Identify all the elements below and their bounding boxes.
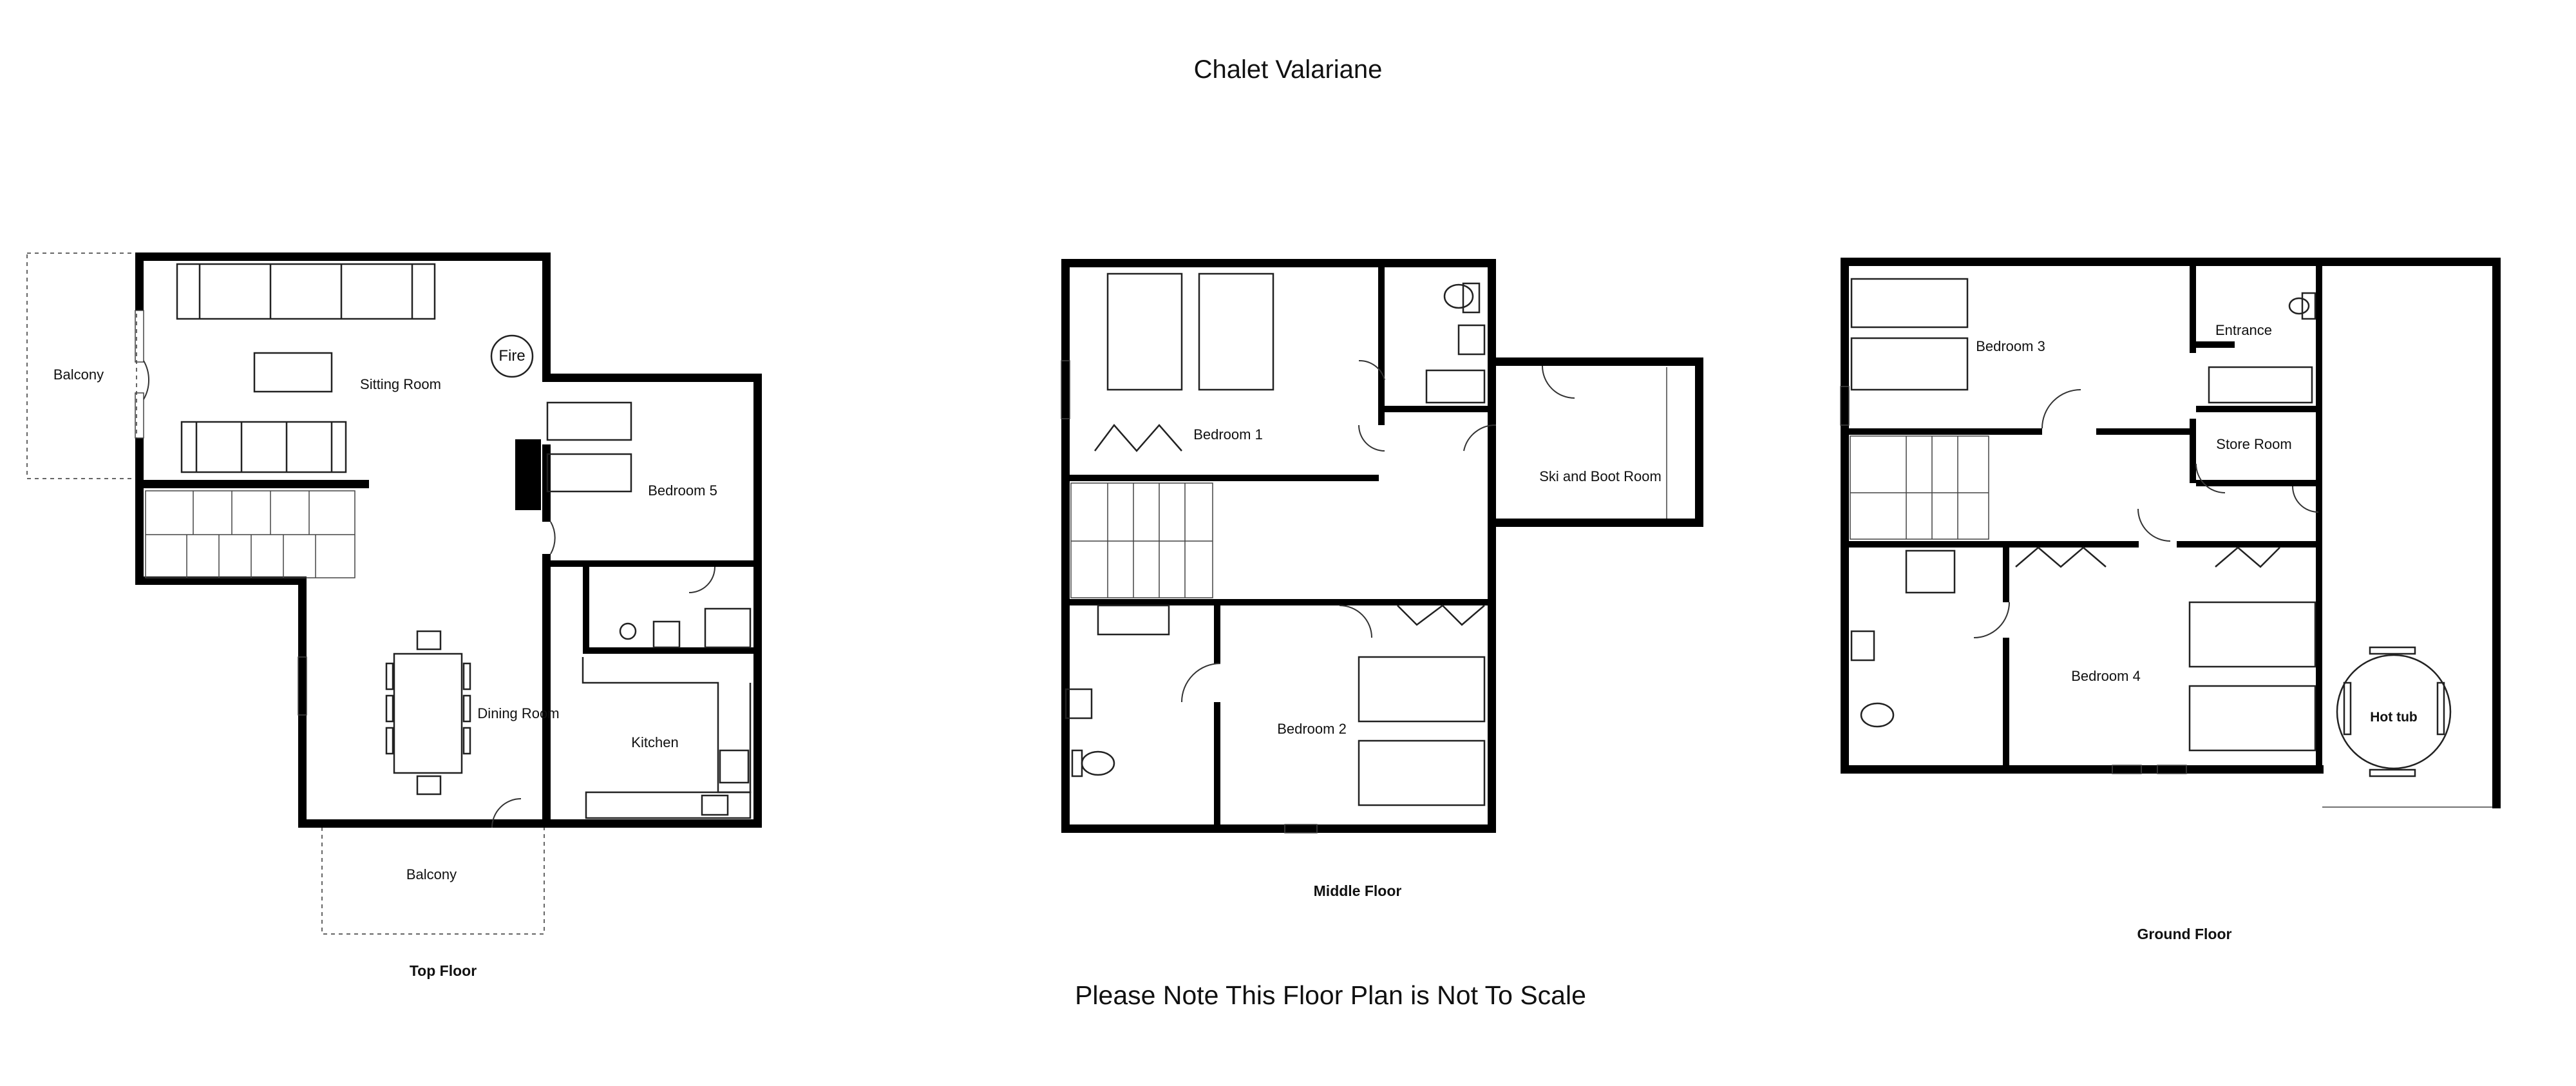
room-label-store-room: Store Room [2216, 436, 2292, 452]
room-label-bedroom-5: Bedroom 5 [648, 482, 717, 499]
room-label-dining-room: Dining Room [477, 705, 560, 721]
floor-label-middle: Middle Floor [1313, 882, 1402, 899]
room-label-balcony-left: Balcony [53, 367, 104, 383]
room-label-kitchen: Kitchen [631, 734, 679, 750]
room-label-balcony-bottom: Balcony [406, 866, 457, 882]
middle-floor-plan [1061, 259, 1703, 834]
plan-title: Chalet Valariane [1193, 55, 1383, 84]
room-label-entrance: Entrance [2215, 322, 2273, 338]
stairs-middle [1070, 482, 1213, 598]
stairs-top [145, 490, 355, 578]
bed-2b [1358, 739, 1486, 806]
bed-3b [1850, 337, 1969, 391]
coffee-table [253, 352, 333, 393]
stairs-ground [1850, 435, 1989, 540]
bed-3a [1850, 278, 1969, 329]
bed-4b [2188, 685, 2316, 752]
sofa-bottom [180, 421, 347, 473]
bed-2a [1358, 656, 1486, 723]
room-label-bedroom-3: Bedroom 3 [1976, 338, 2045, 354]
bed-5b [546, 453, 632, 493]
dining-table [393, 653, 463, 774]
bed-4a [2188, 601, 2316, 668]
room-label-bedroom-2: Bedroom 2 [1277, 721, 1347, 737]
fire-label: Fire [498, 347, 526, 365]
room-label-bedroom-1: Bedroom 1 [1193, 426, 1263, 443]
sofa-top [176, 263, 436, 320]
ground-floor-plan [1840, 258, 2501, 808]
bed-1a [1106, 272, 1183, 391]
scale-note: Please Note This Floor Plan is Not To Sc… [1075, 980, 1586, 1010]
room-label-bedroom-4: Bedroom 4 [2071, 668, 2141, 684]
room-label-ski-boot: Ski and Boot Room [1539, 468, 1662, 484]
bed-1b [1198, 272, 1274, 391]
fire-icon [490, 334, 534, 378]
room-label-sitting-room: Sitting Room [360, 376, 441, 392]
room-label-hot-tub: Hot tub [2370, 710, 2418, 725]
floor-label-ground: Ground Floor [2137, 926, 2232, 942]
hot-tub-icon [2336, 654, 2452, 770]
bed-5a [546, 401, 632, 441]
top-floor-plan [26, 252, 762, 935]
balcony-left-outline [26, 252, 137, 479]
floor-label-top: Top Floor [409, 962, 477, 979]
